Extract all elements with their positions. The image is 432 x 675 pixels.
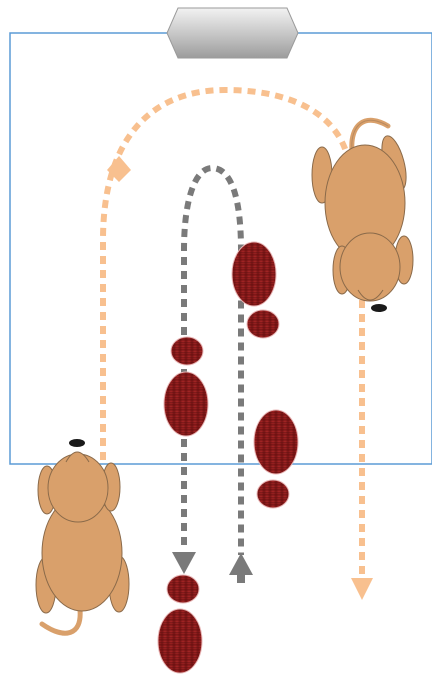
door-icon — [166, 7, 299, 59]
shoe-print-icon — [253, 409, 299, 509]
shoe-print-icon — [157, 574, 203, 674]
dog-top-right — [311, 117, 414, 312]
arrow-head-icon — [107, 156, 131, 182]
arrow-head-icon — [351, 578, 373, 600]
dog-topview-icon — [311, 117, 414, 312]
arrow-head-icon — [229, 553, 253, 575]
shoe-print-icon — [231, 241, 280, 339]
shoe-print-icon — [163, 336, 209, 437]
dog-topview-icon — [35, 439, 130, 636]
dog-bottom-left — [35, 439, 130, 636]
arrow-head-icon — [172, 552, 196, 574]
dog-walk-loop — [100, 86, 373, 600]
footprints — [157, 241, 299, 674]
person-walk-loop — [172, 164, 253, 583]
